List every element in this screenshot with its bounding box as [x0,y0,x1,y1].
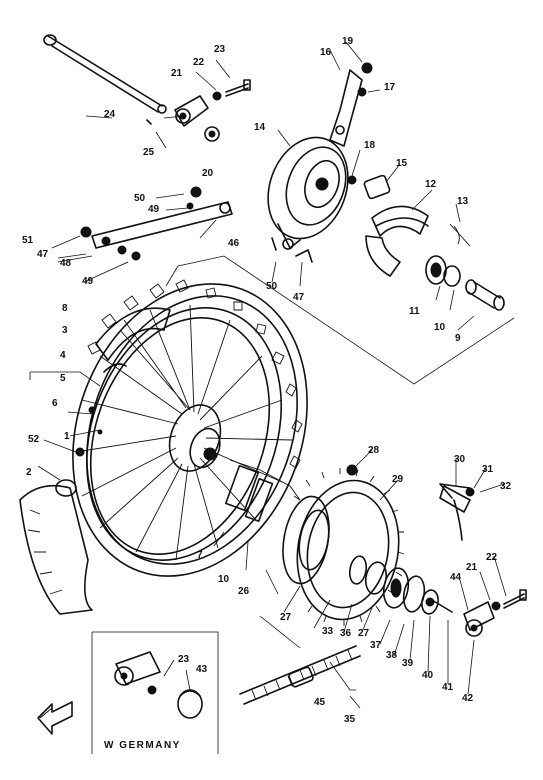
rear-wheel-tire [19,279,308,615]
callout-27-left: 26 [238,586,250,597]
hub-bearing-right [425,255,505,311]
callout-28: 27 [280,612,292,623]
chain-adjuster-lower [439,485,527,637]
inset-label: W GERMANY [104,740,181,751]
callout-45: 43 [196,664,208,675]
callout-35: 45 [314,697,326,708]
chain-adjuster-upper [146,79,251,142]
callout-14: 14 [254,122,266,133]
callout-34: 35 [344,714,356,725]
callout-10-upper: 11 [409,306,420,317]
callout-37: 27 [358,628,370,639]
inset-w-germany [91,631,219,754]
callout-49-lower: 48 [60,258,72,269]
callout-27-right: 36 [340,628,352,639]
callout-5: 4 [60,350,66,361]
callout-21-lower: 44 [450,572,462,583]
callout-16: 16 [320,47,332,58]
callout-1: 6 [52,398,58,409]
callout-32: 31 [482,464,494,475]
callout-36: 33 [322,626,334,637]
brake-cam-lever [329,62,373,147]
callout-21: 21 [171,68,183,79]
callout-47-right: 50 [266,281,278,292]
callout-11: 46 [228,238,240,249]
callout-6: 5 [60,373,66,384]
callout-29: 28 [368,445,380,456]
callout-33: 32 [500,481,512,492]
callout-52: 1 [64,431,70,442]
callout-49-upper: 49 [148,204,160,215]
brake-panel [267,136,349,250]
callout-8: 9 [455,333,461,344]
drive-chain [239,645,361,705]
callout-10-lower: 7 [197,550,203,561]
torque-arm [80,186,313,263]
callout-9: 10 [434,322,446,333]
callout-15: 15 [396,158,408,169]
callout-23: 23 [214,44,226,55]
callout-13: 13 [457,196,469,207]
callout-23-lower: 22 [486,552,498,563]
callout-2: 52 [28,434,40,445]
callout-42: 41 [442,682,454,693]
callout-18: 18 [364,140,376,151]
callout-20: 20 [202,168,214,179]
callout-7: 2 [26,467,32,478]
callout-12: 12 [425,179,437,190]
callout-26: 10 [218,574,230,585]
forward-arrow-icon [37,701,73,735]
leader-lines [29,41,515,709]
callout-22-lower: 21 [466,562,478,573]
callout-22: 22 [193,57,205,68]
callout-46: 47 [293,292,305,303]
callout-17: 17 [384,82,396,93]
callout-51: 51 [22,235,34,246]
brake-cam [347,174,391,200]
callout-25: 25 [143,147,155,158]
callout-39: 38 [386,650,398,661]
callout-4: 3 [62,325,68,336]
callout-31: 30 [454,454,466,465]
rear-axle [43,34,167,114]
callout-19: 19 [342,36,354,47]
callout-38: 37 [370,640,382,651]
callout-24: 24 [104,109,116,120]
callout-30: 29 [392,474,404,485]
brake-shoes [365,205,471,277]
callout-44: 42 [462,693,474,704]
hub-bearings-left [348,555,453,615]
callout-50-upper: 50 [134,193,146,204]
callout-41: 40 [422,670,434,681]
callout-50-lower: 49 [82,276,94,287]
callout-3: 8 [62,303,68,314]
callout-40: 39 [402,658,414,669]
rear-wheel-spokes [55,304,301,561]
callout-43: 23 [178,654,190,665]
callout-47-left: 47 [37,249,49,260]
callout-numbers: 23 22 21 24 25 20 19 16 17 14 18 15 12 1… [22,36,512,751]
